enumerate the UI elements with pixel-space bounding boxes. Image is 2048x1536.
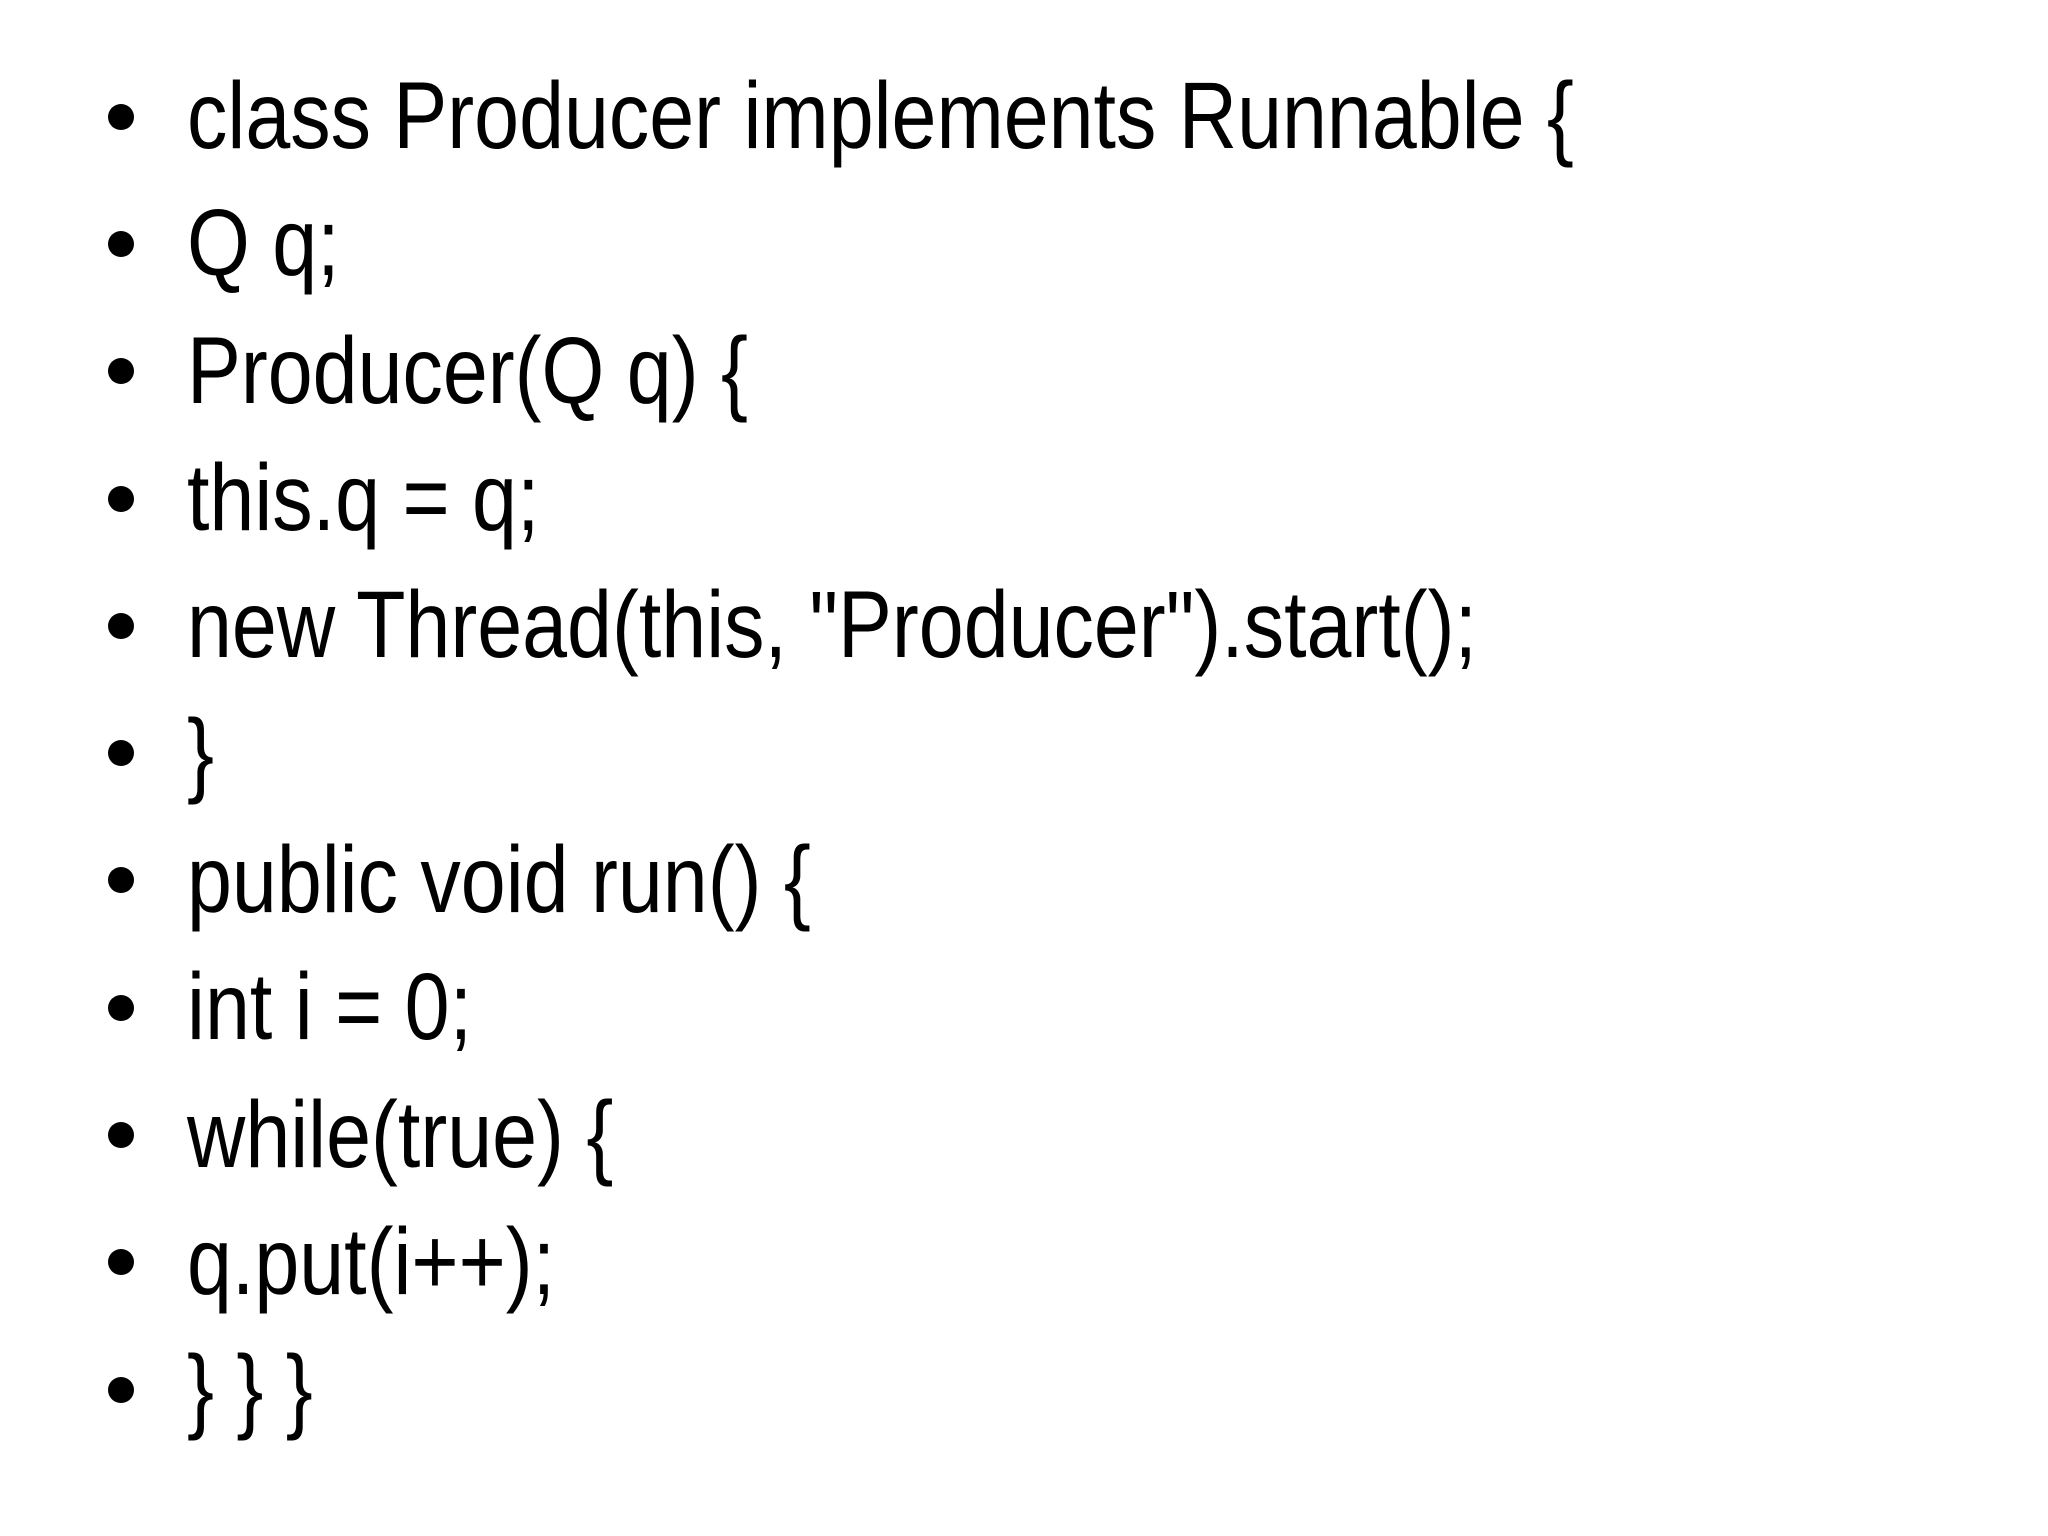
bullet-line: while(true) { <box>0 1071 2048 1198</box>
bullet-line: class Producer implements Runnable { <box>0 53 2048 180</box>
bullet-icon <box>108 1249 134 1276</box>
code-line-text: int i = 0; <box>187 954 473 1061</box>
bullet-icon <box>108 994 134 1021</box>
code-line-text: Producer(Q q) { <box>187 317 748 424</box>
bullet-line: } } } <box>0 1326 2048 1453</box>
bullet-list: class Producer implements Runnable { Q q… <box>0 53 2048 1453</box>
bullet-icon <box>108 485 134 512</box>
code-line-text: new Thread(this, "Producer").start(); <box>187 572 1477 679</box>
bullet-line: public void run() { <box>0 817 2048 944</box>
bullet-line: this.q = q; <box>0 435 2048 562</box>
bullet-icon <box>108 1122 134 1149</box>
bullet-icon <box>108 230 134 257</box>
bullet-icon <box>108 358 134 385</box>
code-line-text: this.q = q; <box>187 445 540 552</box>
code-line-text: Q q; <box>187 190 340 297</box>
bullet-line: Producer(Q q) { <box>0 308 2048 435</box>
bullet-icon <box>108 103 134 130</box>
code-line-text: } <box>187 699 214 806</box>
bullet-line: int i = 0; <box>0 944 2048 1071</box>
bullet-line: new Thread(this, "Producer").start(); <box>0 562 2048 689</box>
bullet-icon <box>108 867 134 894</box>
code-line-text: class Producer implements Runnable { <box>187 63 1574 170</box>
bullet-line: Q q; <box>0 180 2048 307</box>
code-line-text: while(true) { <box>187 1081 614 1188</box>
code-line-text: public void run() { <box>187 826 811 933</box>
code-line-text: q.put(i++); <box>187 1208 556 1315</box>
bullet-line: q.put(i++); <box>0 1199 2048 1326</box>
bullet-line: } <box>0 689 2048 816</box>
bullet-icon <box>108 1376 134 1403</box>
code-line-text: } } } <box>187 1336 313 1443</box>
bullet-icon <box>108 612 134 639</box>
bullet-icon <box>108 740 134 767</box>
